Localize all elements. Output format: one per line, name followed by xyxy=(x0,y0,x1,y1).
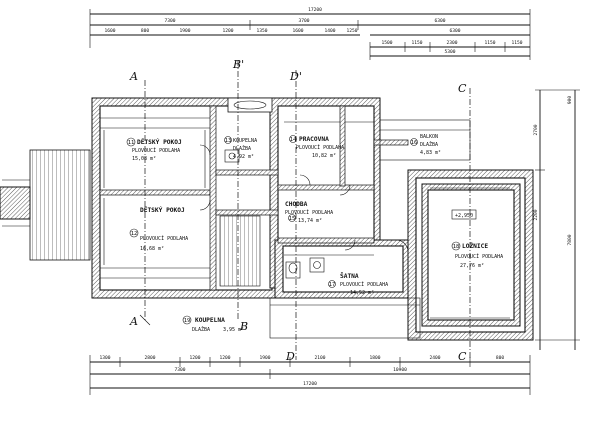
top-dimension-chains: 17200 7300 3700 6300 1600 800 1900 1200 … xyxy=(89,7,531,60)
room-area: 10,82 m² xyxy=(312,153,336,159)
room-area: 13,74 m² xyxy=(298,218,322,224)
room-label-19: 19 KOUPELNA DLAŽBA 3,95 m² xyxy=(182,315,244,333)
room-area: 14,52 m² xyxy=(350,290,374,296)
room-number: 15 xyxy=(289,216,296,222)
dim-bottom-row-2: 1200 xyxy=(189,355,200,361)
dim-bottom-row-1: 2800 xyxy=(144,355,155,361)
dim-bottom-row-0: 1300 xyxy=(99,355,110,361)
dim-top-row3-3: 1150 xyxy=(484,40,495,46)
dim-right-outer: 7800 xyxy=(567,234,573,245)
dim-overall-top: 17200 xyxy=(308,7,322,13)
dim-right-part-2: 900 xyxy=(567,96,573,105)
dim-top-row2-4: 1350 xyxy=(256,28,267,34)
room-label-13: 13 KOUPELNA DLAŽBA 4,92 m² xyxy=(224,136,257,160)
room-number: 17 xyxy=(329,282,336,288)
dim-bottom-row-3: 1200 xyxy=(219,355,230,361)
room-name: KOUPELNA xyxy=(195,317,225,324)
right-dimension-chains: 7800 2700 2200 900 xyxy=(533,89,580,350)
dim-right-sub: 6300 xyxy=(449,28,460,34)
dim-right-total: 6300 xyxy=(434,18,445,24)
section-b-top: B' xyxy=(232,58,244,71)
room-floor: PLOVOUCÍ PODLAHA xyxy=(455,252,503,260)
room-floor: PLOVOUCÍ PODLAHA xyxy=(296,143,344,151)
room-label-16: 16 BALKON DLAŽBA 4,83 m² xyxy=(410,134,441,156)
room-label-17: 17 ŠATNA PLOVOUCÍ PODLAHA 14,52 m² xyxy=(328,271,388,296)
room-number: 19 xyxy=(184,318,191,324)
room-area: 15,08 m² xyxy=(132,156,156,162)
level-mark-text: +2,950 xyxy=(455,213,473,219)
dim-top-row2-0: 1600 xyxy=(104,28,115,34)
dim-bottom-row-8: 800 xyxy=(496,355,505,361)
dim-bottom-right: 10900 xyxy=(393,367,407,373)
dim-top-row2-6: 1400 xyxy=(324,28,335,34)
room-floor: DLAŽBA xyxy=(420,140,438,148)
room-label-15: 15 CHODBA PLOVOUCÍ PODLAHA 13,74 m² xyxy=(285,201,333,224)
section-d-bottom: D xyxy=(285,350,295,363)
dim-left-total: 7300 xyxy=(164,18,175,24)
room-number: 18 xyxy=(453,244,460,250)
room-area: 27,76 m² xyxy=(460,263,484,269)
section-d-top: D' xyxy=(289,70,302,83)
dim-bottom-left: 7300 xyxy=(174,367,185,373)
room-floor: PLOVOUCÍ PODLAHA xyxy=(340,280,388,288)
dim-bottom-row-4: 1900 xyxy=(259,355,270,361)
building-shell xyxy=(91,97,534,341)
dim-top-row3-1: 1150 xyxy=(411,40,422,46)
dim-top-row2-2: 1900 xyxy=(179,28,190,34)
room-label-11: 11 DĚTSKÝ POKOJ PLOVOUCÍ PODLAHA 15,08 m… xyxy=(126,137,182,162)
dim-top-row2-5: 1600 xyxy=(292,28,303,34)
room-label-14: 14 PRACOVNA PLOVOUCÍ PODLAHA 10,82 m² xyxy=(289,135,344,159)
room-name: DĚTSKÝ POKOJ xyxy=(137,137,182,146)
dim-bottom-row-5: 2100 xyxy=(314,355,325,361)
room-floor: PLOVOUCÍ PODLAHA xyxy=(132,146,180,154)
dim-bottom-row-6: 1800 xyxy=(369,355,380,361)
room-name: LOŽNICE xyxy=(462,241,488,250)
room-floor: DLAŽBA xyxy=(192,325,210,333)
dim-bottom-row-7: 2400 xyxy=(429,355,440,361)
section-c-bottom: C xyxy=(458,350,467,363)
room-number: 13 xyxy=(225,138,232,144)
room-floor: DLAŽBA xyxy=(233,144,251,152)
dim-top-row2-3: 1200 xyxy=(222,28,233,34)
room-name: KOUPELNA xyxy=(233,138,257,144)
section-a-top: A xyxy=(129,70,138,83)
room-name: DĚTSKÝ POKOJ xyxy=(140,205,185,214)
dim-right-part-0: 2700 xyxy=(533,124,539,135)
room-area: 3,95 m² xyxy=(223,327,244,333)
section-a-bottom: A xyxy=(129,315,138,328)
room-floor: PLOVOUCÍ PODLAHA xyxy=(140,234,188,242)
section-c-top: C xyxy=(458,82,467,95)
room-number: 14 xyxy=(290,137,297,143)
room-area: 4,83 m² xyxy=(420,150,441,156)
dim-bottom-overall: 17200 xyxy=(303,381,317,387)
room-name: PRACOVNA xyxy=(299,136,329,143)
level-mark: +2,950 xyxy=(451,209,477,220)
dim-top-row3-4: 1150 xyxy=(511,40,522,46)
room-label-18: 18 LOŽNICE PLOVOUCÍ PODLAHA 27,76 m² xyxy=(451,241,503,269)
section-lines: A A B' B D' D C C xyxy=(129,58,471,363)
room-name: ŠATNA xyxy=(340,271,359,280)
room-name: CHODBA xyxy=(285,201,308,208)
dim-top-row3-2: 2300 xyxy=(446,40,457,46)
dim-top-row3-0: 1500 xyxy=(381,40,392,46)
room-label-12: 12 DĚTSKÝ POKOJ PLOVOUCÍ PODLAHA 16,68 m… xyxy=(129,205,188,252)
room-floor: PLOVOUCÍ PODLAHA xyxy=(285,208,333,216)
dim-mid-total: 3700 xyxy=(298,18,309,24)
exterior-stairs xyxy=(0,149,91,261)
room-area: 4,92 m² xyxy=(233,154,254,160)
dim-top-row2-1: 800 xyxy=(141,28,150,34)
dim-top-row2-7: 1250 xyxy=(346,28,357,34)
bottom-dimension-chains: 1300 2800 1200 1200 1900 2100 1800 2400 … xyxy=(89,355,531,395)
room-number: 12 xyxy=(131,231,138,237)
section-b-bottom: B xyxy=(239,320,248,333)
dim-right-part-1: 2200 xyxy=(533,209,539,220)
room-number: 16 xyxy=(411,140,418,146)
room-name: BALKON xyxy=(420,134,438,140)
dim-top-row3-total: 5300 xyxy=(444,49,455,55)
room-number: 11 xyxy=(128,140,135,146)
interior-walls xyxy=(99,97,471,339)
room-area: 16,68 m² xyxy=(140,246,164,252)
